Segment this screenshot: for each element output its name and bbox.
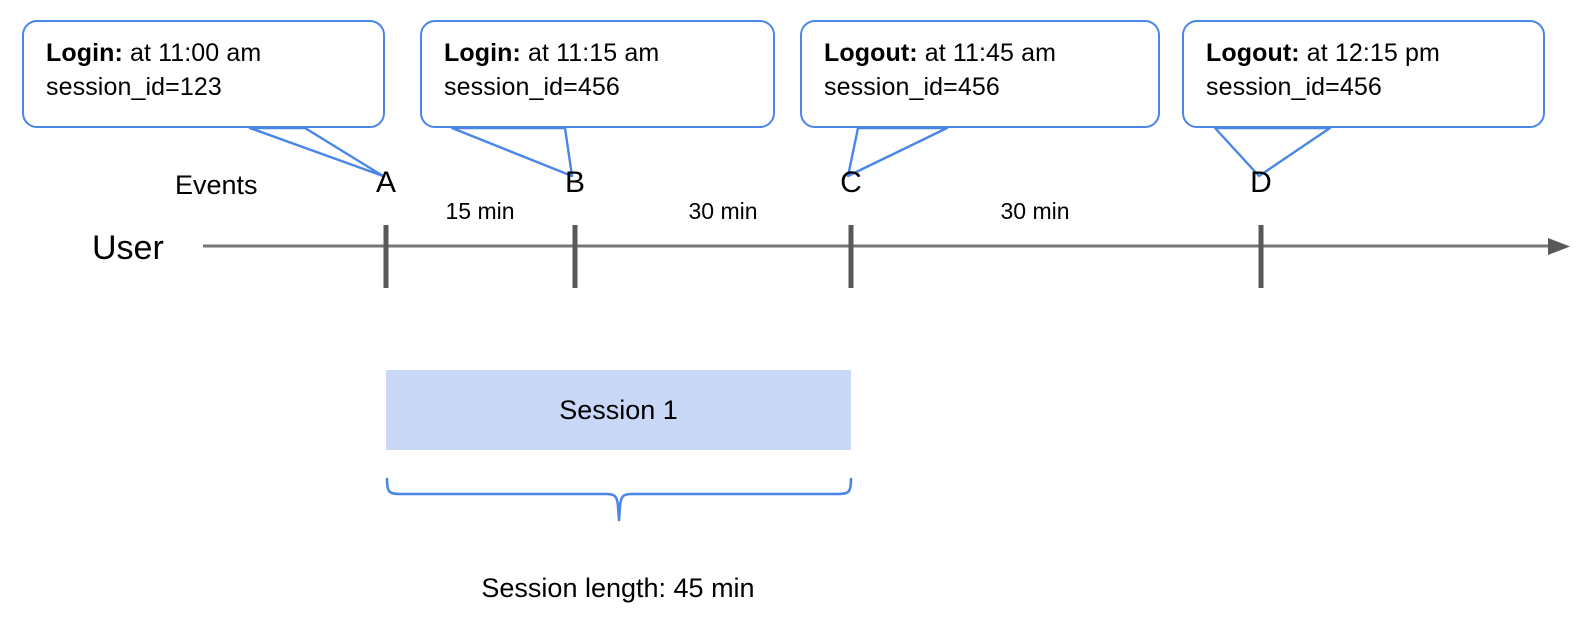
arrow-right-icon (1548, 238, 1570, 255)
callout-a-detail: at 11:00 am (122, 39, 262, 67)
callout-a-kind: Login: (46, 39, 123, 67)
session-length-caption: Session length: 45 min (481, 573, 755, 603)
event-marker-b: B (564, 166, 585, 199)
callout-c-kind: Logout: (824, 39, 918, 67)
callout-b-line1: Login: at 11:15 am (444, 36, 755, 70)
event-callout-d[interactable]: Logout: at 12:15 pm session_id=456 (1182, 20, 1545, 128)
interval-label-cd: 30 min (1000, 198, 1070, 224)
session-bar-label: Session 1 (559, 394, 678, 425)
event-callout-c[interactable]: Logout: at 11:45 am session_id=456 (800, 20, 1160, 128)
event-marker-a: A (375, 166, 396, 199)
callout-b-detail: at 11:15 am (520, 39, 660, 67)
event-callout-b[interactable]: Login: at 11:15 am session_id=456 (420, 20, 775, 128)
callout-d-line1: Logout: at 12:15 pm (1206, 36, 1525, 70)
interval-label-ab: 15 min (445, 198, 515, 224)
callout-d-detail: at 12:15 pm (1299, 39, 1440, 67)
session-bar[interactable]: Session 1 (386, 370, 851, 450)
callout-d-session: session_id=456 (1206, 73, 1382, 101)
callout-b-session: session_id=456 (444, 73, 620, 101)
events-lane-label: Events (175, 170, 258, 200)
interval-label-bc: 30 min (688, 198, 758, 224)
event-marker-d: D (1250, 166, 1272, 199)
callout-c-detail: at 11:45 am (917, 39, 1057, 67)
session-span-brace (385, 477, 853, 522)
callout-a-session: session_id=123 (46, 73, 222, 101)
callout-d-kind: Logout: (1206, 39, 1300, 67)
callout-c-session: session_id=456 (824, 73, 1000, 101)
user-lane-label: User (92, 229, 164, 267)
callout-a-line1: Login: at 11:00 am (46, 36, 365, 70)
callout-c-line1: Logout: at 11:45 am (824, 36, 1140, 70)
event-callout-a[interactable]: Login: at 11:00 am session_id=123 (22, 20, 385, 128)
callout-b-kind: Login: (444, 39, 521, 67)
event-marker-c: C (840, 166, 862, 199)
